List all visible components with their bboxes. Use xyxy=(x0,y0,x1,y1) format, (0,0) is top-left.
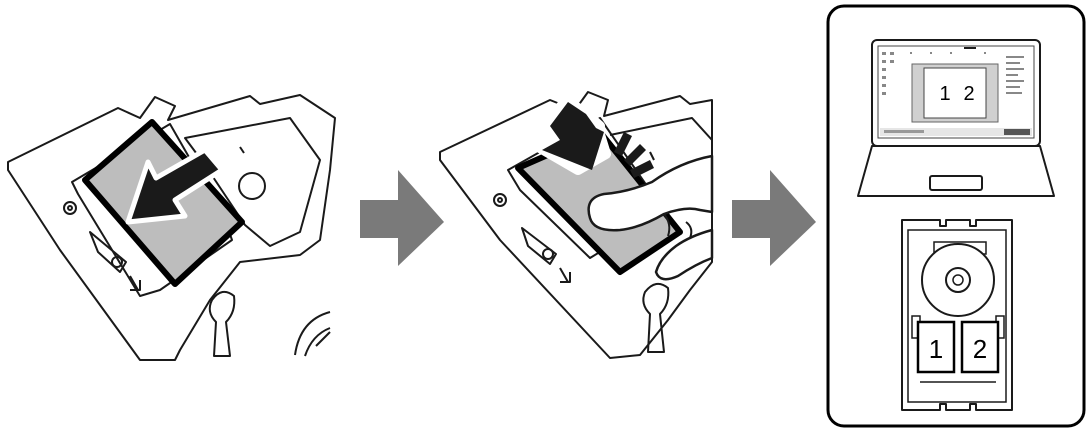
printed-label-box-2 xyxy=(960,320,1000,374)
press-down-arrow-icon xyxy=(542,102,604,170)
printed-tray-result: 1 2 xyxy=(901,219,1013,411)
next-step-arrow-icon xyxy=(732,170,816,266)
insert-arrow-icon xyxy=(125,147,225,225)
laptop-page-label-1: 1 xyxy=(939,83,950,105)
printable-tray-outline xyxy=(7,94,336,361)
printed-label-box-1 xyxy=(916,320,956,374)
hand-fingers xyxy=(654,228,714,281)
hand-icon xyxy=(587,154,714,232)
next-step-arrow-icon xyxy=(360,170,444,266)
step-2-press-sheet xyxy=(439,91,714,359)
disc-icon xyxy=(921,243,995,317)
printed-label-1: 1 xyxy=(929,334,943,364)
press-marks-icon xyxy=(614,132,654,178)
laptop-page-label-2: 2 xyxy=(963,83,974,105)
step-3-result-panel: 1 2 1 2 xyxy=(826,4,1086,428)
laptop-icon: 1 2 xyxy=(857,39,1055,197)
printed-label-2: 2 xyxy=(973,334,987,364)
step-1-insert-sheet xyxy=(7,94,336,361)
